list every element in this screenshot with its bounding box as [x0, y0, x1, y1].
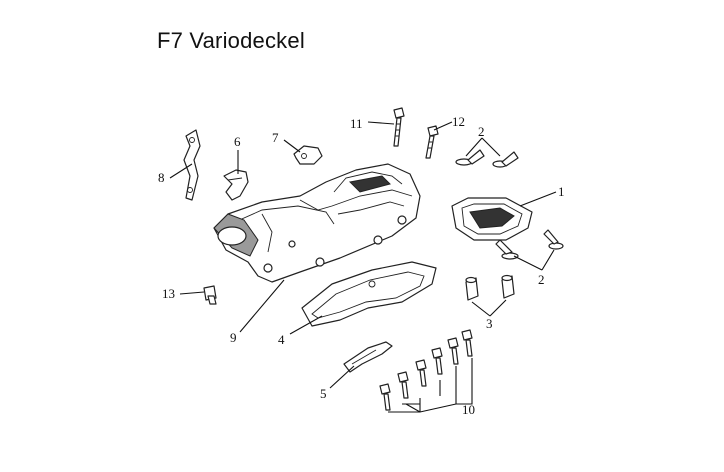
callout-12: 12 — [452, 114, 465, 129]
part-bracket — [183, 129, 201, 201]
part-clip — [223, 169, 249, 201]
part-long-bolt — [393, 107, 405, 147]
part-rivets-top — [455, 149, 519, 168]
callout-13: 13 — [162, 286, 175, 301]
part-guide-plate — [343, 341, 393, 373]
part-gasket — [301, 261, 437, 327]
part-short-bolt — [425, 125, 439, 159]
bolt-1 — [379, 383, 391, 411]
callout-11: 11 — [350, 116, 363, 131]
leader-2b — [513, 249, 555, 271]
leader-2a — [465, 137, 501, 157]
leader-5 — [329, 365, 355, 389]
leader-7 — [283, 139, 301, 153]
bolt-5 — [447, 337, 459, 365]
bolt-6 — [461, 329, 473, 357]
leader-10 — [388, 358, 473, 413]
leader-13 — [179, 291, 205, 295]
callout-7: 7 — [272, 130, 279, 145]
part-bolt-set — [379, 329, 473, 411]
leader-11 — [367, 121, 395, 125]
part-small-bracket — [293, 145, 323, 165]
bolt-3 — [415, 359, 427, 387]
leader-12 — [433, 121, 453, 131]
callout-2-top: 2 — [478, 124, 485, 139]
leader-4 — [289, 315, 323, 335]
part-variator-cover — [213, 163, 421, 283]
leader-1 — [519, 191, 557, 207]
callout-9: 9 — [230, 330, 237, 345]
leader-lines — [169, 121, 557, 413]
page-title: F7 Variodeckel — [157, 28, 305, 53]
callout-3: 3 — [486, 316, 493, 331]
callout-8: 8 — [158, 170, 165, 185]
callout-6: 6 — [234, 134, 241, 149]
bolt-4 — [431, 347, 443, 375]
part-small-screw — [203, 285, 217, 305]
callout-5: 5 — [320, 386, 327, 401]
leader-9 — [239, 279, 285, 333]
callout-4: 4 — [278, 332, 285, 347]
part-rivets-bottom — [495, 229, 564, 260]
leader-3 — [471, 299, 507, 317]
callout-1: 1 — [558, 184, 565, 199]
callout-numbers: 1 2 2 3 4 5 6 7 8 9 10 11 12 13 — [158, 114, 565, 417]
callout-10: 10 — [462, 402, 475, 417]
part-caps — [465, 274, 515, 301]
callout-2-bottom: 2 — [538, 272, 545, 287]
leader-8 — [169, 163, 193, 179]
part-cover-plate — [451, 197, 533, 241]
bolt-2 — [397, 371, 409, 399]
